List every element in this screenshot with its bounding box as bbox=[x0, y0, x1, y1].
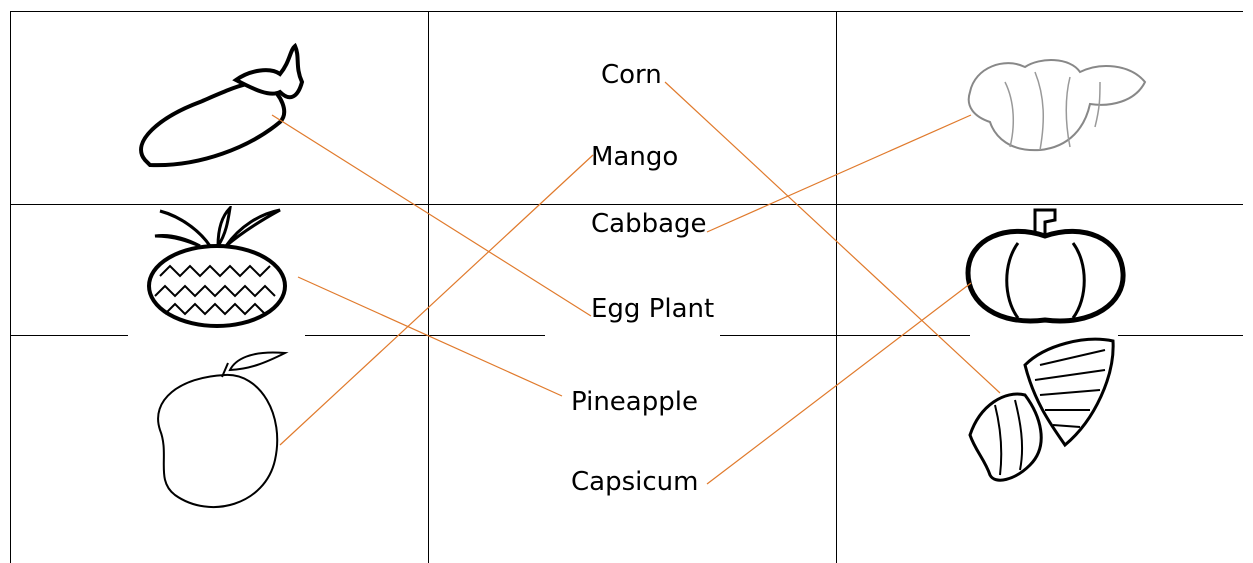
word-cabbage: Cabbage bbox=[591, 209, 707, 239]
word-corn: Corn bbox=[601, 60, 662, 90]
table-row-divider-2 bbox=[10, 335, 128, 336]
table-top-border bbox=[10, 11, 1243, 12]
match-line-capsicum bbox=[706, 282, 972, 485]
match-line-pineapple bbox=[297, 276, 563, 397]
corn-picture bbox=[968, 337, 1115, 482]
table-col-divider-2 bbox=[836, 11, 837, 563]
cabbage-picture bbox=[967, 59, 1147, 152]
eggplant-picture bbox=[139, 42, 305, 168]
mango-picture bbox=[157, 351, 289, 509]
word-egg-plant: Egg Plant bbox=[591, 294, 715, 324]
table-row-divider-1 bbox=[10, 204, 1243, 205]
word-mango: Mango bbox=[591, 142, 679, 172]
match-line-cabbage bbox=[706, 114, 972, 233]
match-line-eggplant bbox=[271, 114, 592, 317]
word-capsicum: Capsicum bbox=[571, 467, 699, 497]
table-left-border bbox=[10, 11, 11, 563]
match-line-corn bbox=[664, 81, 1001, 394]
table-row-divider-2d bbox=[1118, 335, 1243, 336]
word-pineapple: Pineapple bbox=[571, 387, 698, 417]
match-line-mango bbox=[279, 154, 594, 446]
pineapple-picture bbox=[147, 206, 287, 328]
capsicum-picture bbox=[965, 208, 1126, 324]
table-row-divider-2b bbox=[305, 335, 545, 336]
table-row-divider-2c bbox=[720, 335, 970, 336]
table-col-divider-1 bbox=[428, 11, 429, 563]
